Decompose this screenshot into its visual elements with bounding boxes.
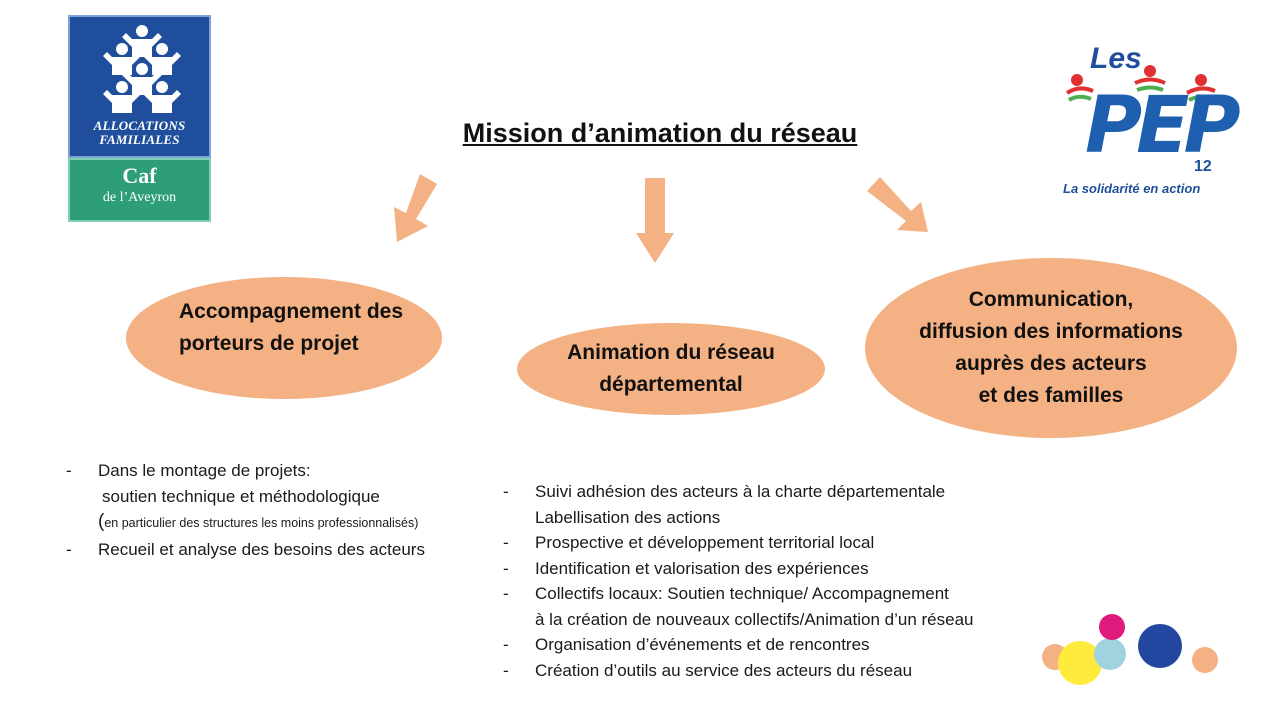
pep-logo: Les PEP 12 La solidarité en action [1055,38,1241,203]
list-text: Identification et valorisation des expér… [535,558,869,578]
caf-name: Caf [122,163,157,188]
list-text: Recueil et analyse des besoins des acteu… [98,539,425,559]
caf-logo-text: ALLOCATIONS FAMILIALES [70,119,209,147]
list-text: Prospective et développement territorial… [535,533,875,552]
caf-people-icon [103,25,181,113]
caf-line1: ALLOCATIONS [93,118,186,133]
caf-logo-top: ALLOCATIONS FAMILIALES [68,15,211,158]
pep-tagline: La solidarité en action [1063,181,1201,196]
list-item: - Création d’outils au service des acteu… [503,658,1063,684]
list-item: - Recueil et analyse des besoins des act… [66,537,486,563]
arrow-down-right [867,177,928,232]
deco-circle [1058,641,1102,685]
caf-logo: ALLOCATIONS FAMILIALES Caf de l’Aveyron [68,15,211,222]
page-title: Mission d’animation du réseau [462,118,858,148]
list-item: - Collectifs locaux: Soutien technique/ … [503,581,1063,632]
list-text: Labellisation des actions [535,507,721,527]
list-text: Suivi adhésion des acteurs à la charte d… [535,482,946,501]
list-dash: - [503,635,509,654]
pep-number: 12 [1194,158,1212,175]
arrow-down [636,178,674,263]
list-dash: - [503,558,509,578]
list-dash: - [66,461,72,480]
pep-les: Les [1090,42,1142,75]
list-item: - Dans le montage de projets: soutien te… [66,458,486,537]
deco-circle [1094,638,1126,670]
left-list: - Dans le montage de projets: soutien te… [66,458,486,562]
decorative-circles [1042,614,1218,685]
right-list: - Suivi adhésion des acteurs à la charte… [503,479,1063,683]
node-communication-label: Communication, diffusion des information… [919,288,1183,407]
deco-circle [1192,647,1218,673]
list-item: - Organisation d’événements et de rencon… [503,632,1063,658]
list-dash: - [503,533,509,552]
list-text-small: en particulier des structures les moins … [104,516,419,530]
caf-line2: FAMILIALES [99,132,180,147]
pep-figures-icon [1065,65,1216,102]
node-animation: Animation du réseau départemental [517,323,825,415]
list-paren: ( [98,511,105,532]
list-text: Organisation d’événements et de rencontr… [535,635,870,654]
list-dash: - [503,660,509,680]
deco-circle [1138,624,1182,668]
pep-main: PEP [1085,81,1241,171]
node-animation-label: Animation du réseau départemental [567,341,775,396]
caf-logo-bottom: Caf de l’Aveyron [68,158,211,222]
caf-place: de l’Aveyron [102,190,177,205]
list-item: - Identification et valorisation des exp… [503,556,1063,582]
list-dash: - [503,482,509,501]
list-text: Collectifs locaux: Soutien technique/ Ac… [535,584,949,603]
node-communication: Communication, diffusion des information… [865,258,1237,438]
deco-circle [1099,614,1125,640]
list-dash: - [503,584,509,603]
list-item: - Prospective et développement territori… [503,530,1063,556]
list-item: - Suivi adhésion des acteurs à la charte… [503,479,1063,530]
list-text: soutien technique et méthodologique [102,486,380,506]
list-text: Dans le montage de projets: [98,461,311,480]
node-accompagnement: Accompagnement des porteurs de projet [126,277,442,399]
arrow-down-left [394,174,437,242]
list-dash: - [66,539,72,559]
node-accompagnement-label: Accompagnement des porteurs de projet [178,300,404,355]
list-text: à la création de nouveaux collectifs/Ani… [535,609,974,629]
list-text: Création d’outils au service des acteurs… [535,660,913,680]
